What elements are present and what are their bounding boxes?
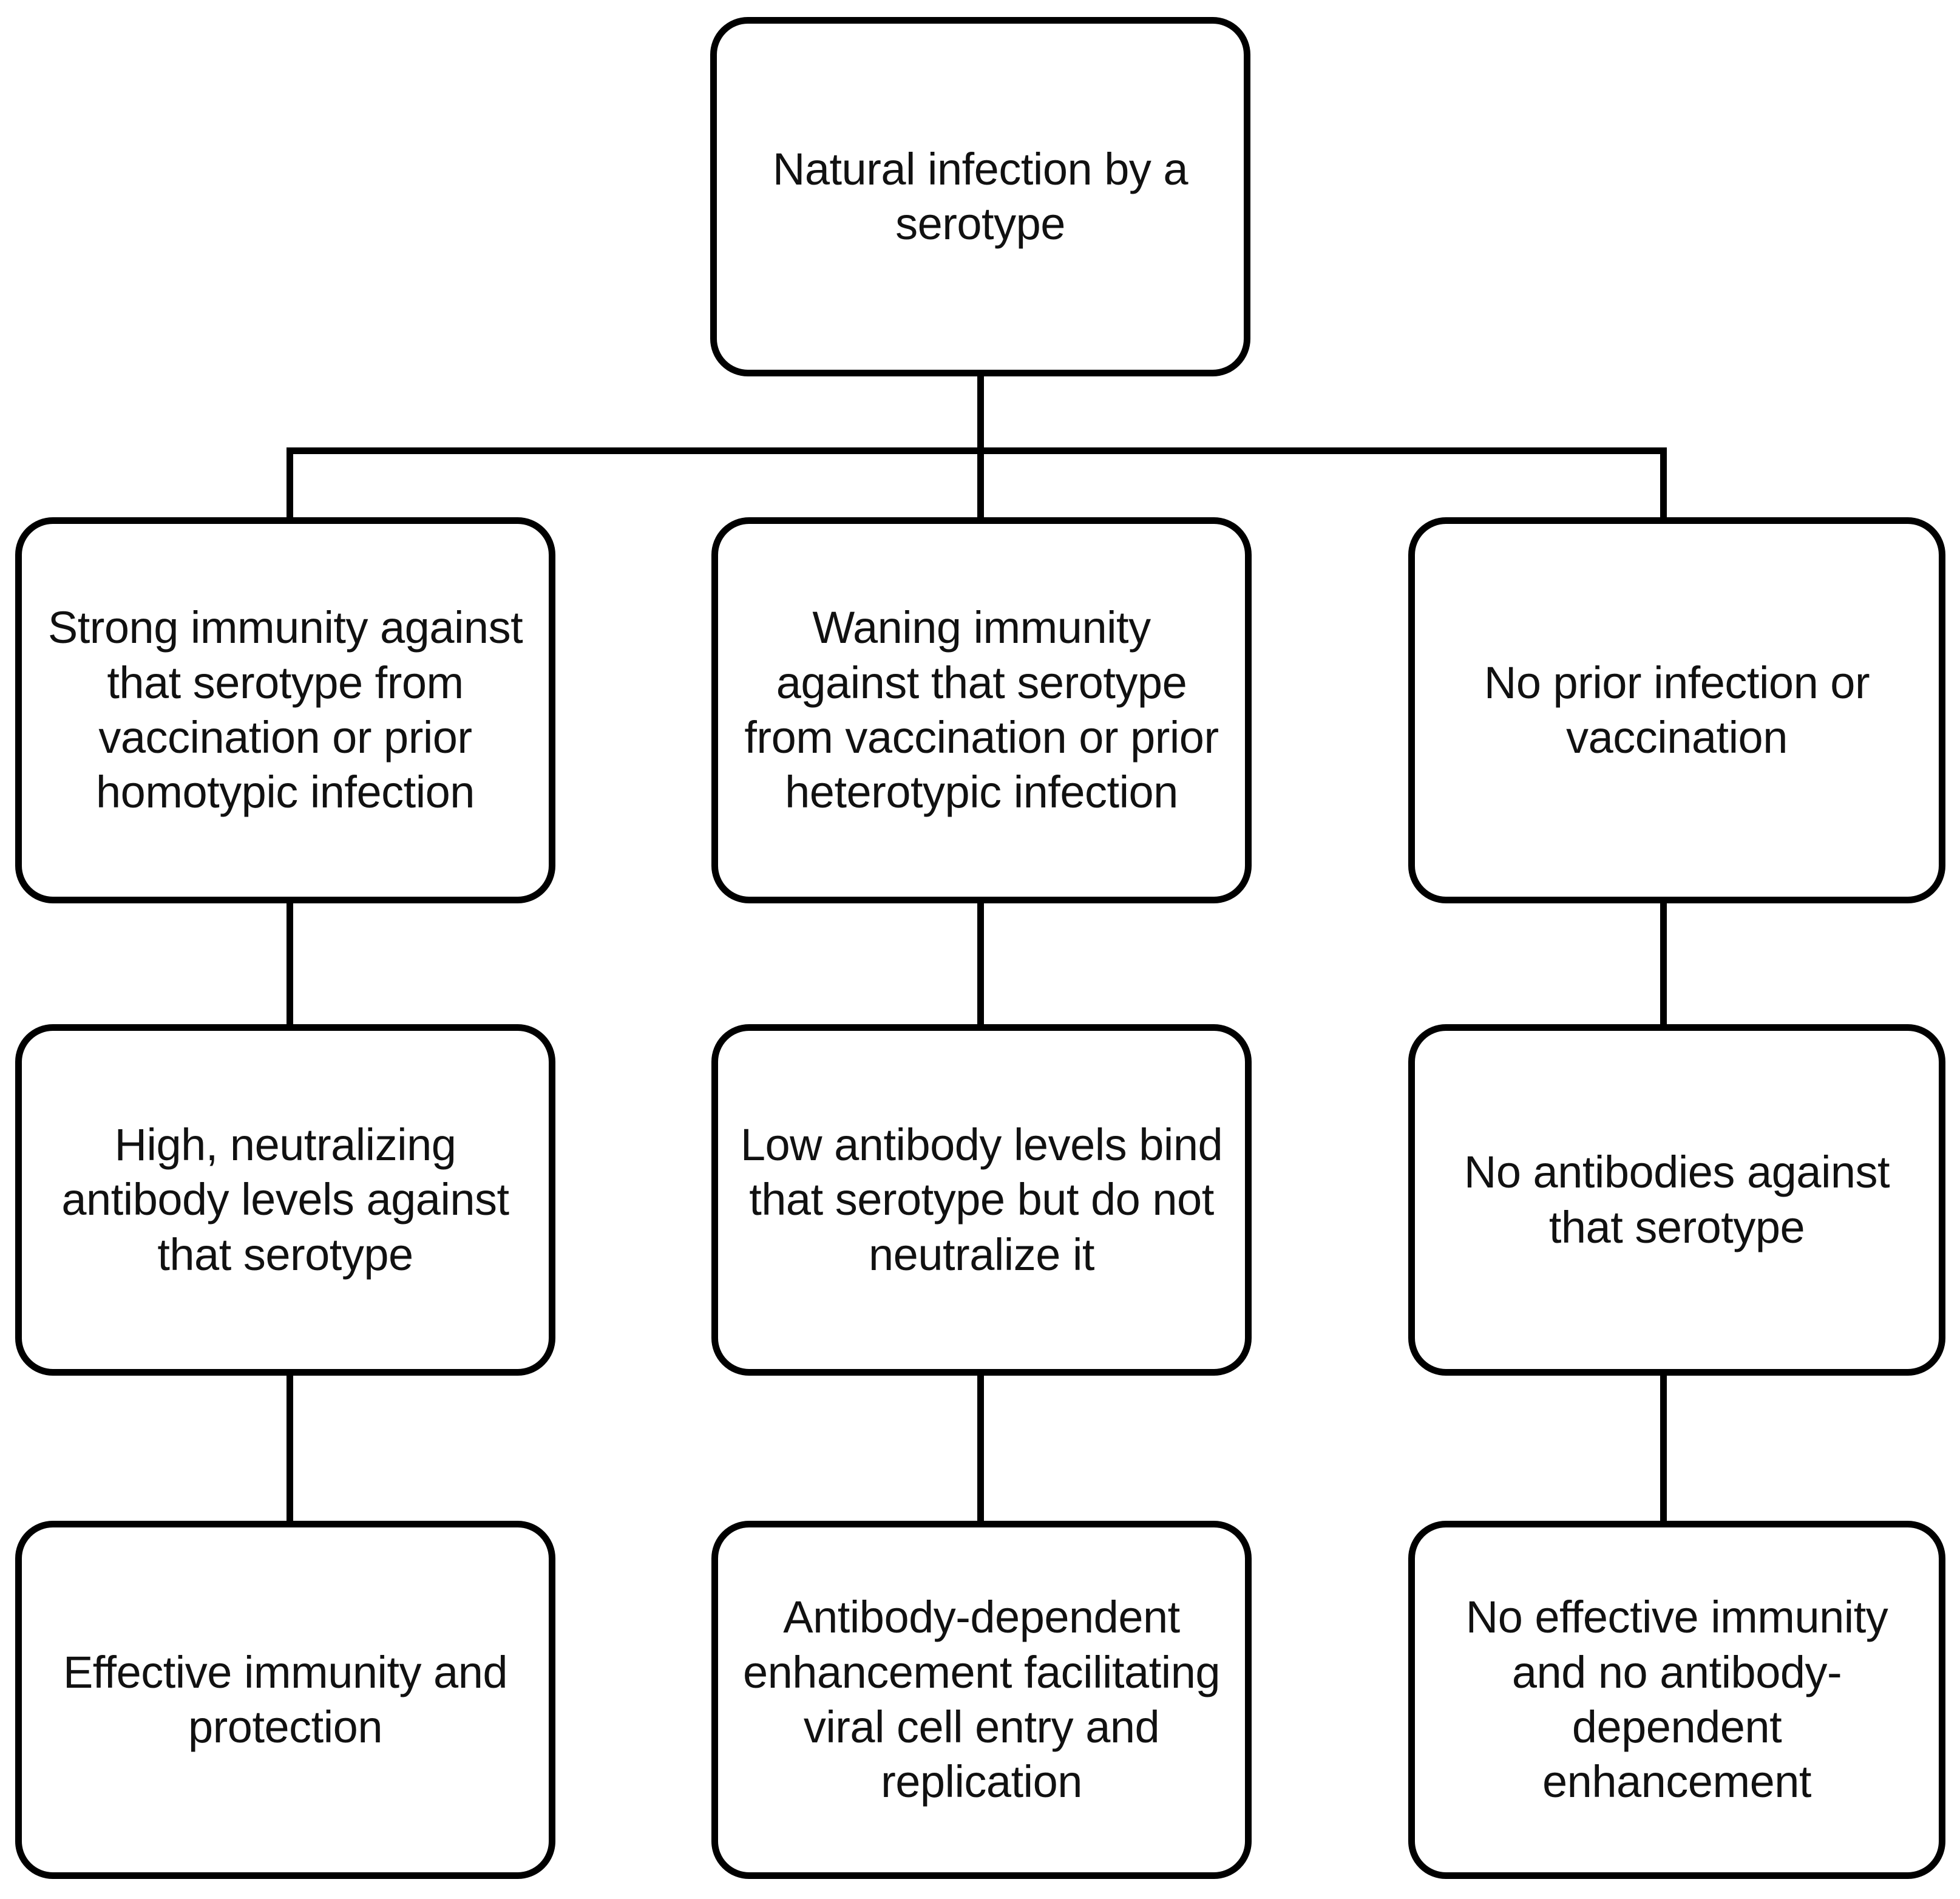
- node-natural-infection: Natural infection by a serotype: [710, 17, 1250, 376]
- connector-root-stem: [977, 370, 984, 454]
- connector-column-1-row-3-to-row-4: [287, 1372, 293, 1524]
- connector-column-3-row-2-to-row-3: [1660, 900, 1667, 1027]
- node-antibody-dependent-enhancement: Antibody-dependent enhancement facilitat…: [711, 1521, 1252, 1879]
- node-high-neutralizing-antibodies: High, neutralizing antibody levels again…: [15, 1024, 555, 1376]
- node-low-antibody-levels-label: Low antibody levels bind that serotype b…: [740, 1119, 1223, 1280]
- node-natural-infection-label: Natural infection by a serotype: [772, 143, 1189, 249]
- node-antibody-dependent-enhancement-label: Antibody-dependent enhancement facilitat…: [742, 1592, 1221, 1807]
- node-no-effective-immunity-label: No effective immunity and no antibody-de…: [1465, 1592, 1888, 1807]
- connector-column-2-row-2-to-row-3: [977, 900, 984, 1027]
- node-high-neutralizing-antibodies-label: High, neutralizing antibody levels again…: [61, 1119, 509, 1280]
- node-effective-immunity-label: Effective immunity and protection: [63, 1646, 508, 1752]
- node-waning-immunity-label: Waning immunity against that serotype fr…: [744, 602, 1219, 818]
- node-low-antibody-levels: Low antibody levels bind that serotype b…: [711, 1024, 1252, 1376]
- node-waning-immunity: Waning immunity against that serotype fr…: [711, 517, 1252, 903]
- connector-drop-to-column-2: [977, 447, 984, 521]
- node-no-effective-immunity: No effective immunity and no antibody-de…: [1408, 1521, 1945, 1879]
- connector-drop-to-column-1: [287, 447, 293, 521]
- connector-drop-to-column-3: [1660, 447, 1667, 521]
- node-no-prior-infection-label: No prior infection or vaccination: [1484, 657, 1870, 763]
- node-no-prior-infection: No prior infection or vaccination: [1408, 517, 1945, 903]
- connector-column-3-row-3-to-row-4: [1660, 1372, 1667, 1524]
- node-no-antibodies-label: No antibodies against that serotype: [1463, 1147, 1890, 1252]
- connector-horizontal-bus: [287, 447, 1667, 454]
- node-no-antibodies: No antibodies against that serotype: [1408, 1024, 1945, 1376]
- node-strong-immunity-label: Strong immunity against that serotype fr…: [47, 602, 523, 818]
- connector-column-2-row-3-to-row-4: [977, 1372, 984, 1524]
- connector-column-1-row-2-to-row-3: [287, 900, 293, 1027]
- node-strong-immunity: Strong immunity against that serotype fr…: [15, 517, 555, 903]
- node-effective-immunity: Effective immunity and protection: [15, 1521, 555, 1879]
